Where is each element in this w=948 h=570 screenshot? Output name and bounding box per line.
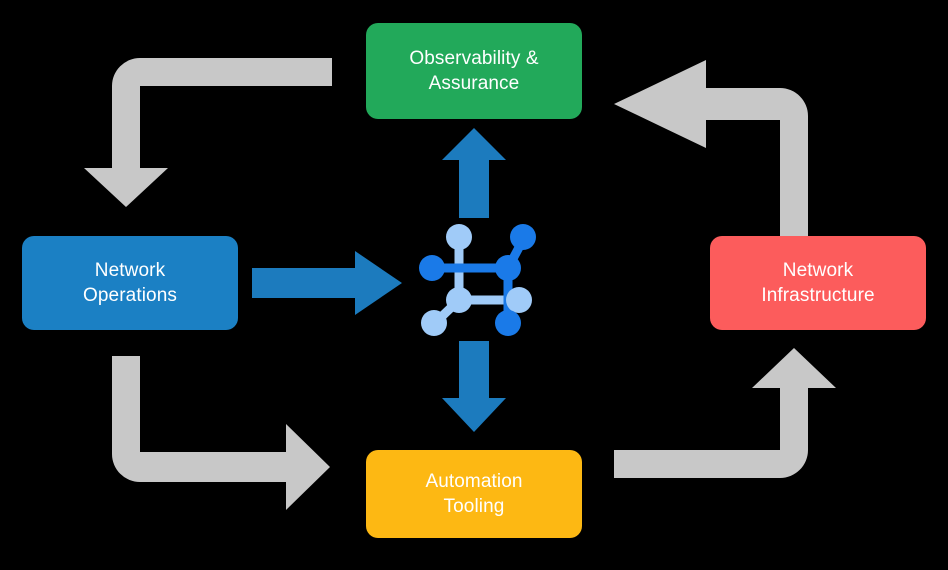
network-node-left xyxy=(419,255,445,281)
node-label-infrastructure: Network Infrastructure xyxy=(761,259,875,306)
network-node-mid-right xyxy=(506,287,532,313)
network-node-top-left xyxy=(446,224,472,250)
node-label-automation: Automation Tooling xyxy=(425,470,523,517)
gray-elbow-arrow-bottom-right xyxy=(614,348,836,478)
network-icon-links-light xyxy=(427,235,521,327)
gray-elbow-arrow-bottom-left xyxy=(112,356,330,510)
node-box-automation[interactable]: Automation Tooling xyxy=(366,450,582,538)
network-node-bottom-left xyxy=(421,310,447,336)
node-box-operations[interactable]: Network Operations xyxy=(22,236,238,330)
blue-arrow-up xyxy=(442,128,506,218)
network-node-bottom-right xyxy=(495,310,521,336)
node-label-operations: Network Operations xyxy=(83,259,177,306)
node-label-observability: Observability & Assurance xyxy=(409,47,539,94)
network-node-top-right xyxy=(510,224,536,250)
gray-elbow-arrow-top-right xyxy=(614,60,808,236)
network-node-hub xyxy=(495,255,521,281)
network-icon-links-dark xyxy=(427,235,528,327)
network-icon-nodes xyxy=(419,224,536,336)
node-box-observability[interactable]: Observability & Assurance xyxy=(366,23,582,119)
network-node-mid-left xyxy=(446,287,472,313)
node-box-infrastructure[interactable]: Network Infrastructure xyxy=(710,236,926,330)
blue-arrow-right xyxy=(252,251,402,315)
gray-elbow-arrow-top-left xyxy=(84,58,332,207)
blue-arrow-down xyxy=(442,341,506,432)
